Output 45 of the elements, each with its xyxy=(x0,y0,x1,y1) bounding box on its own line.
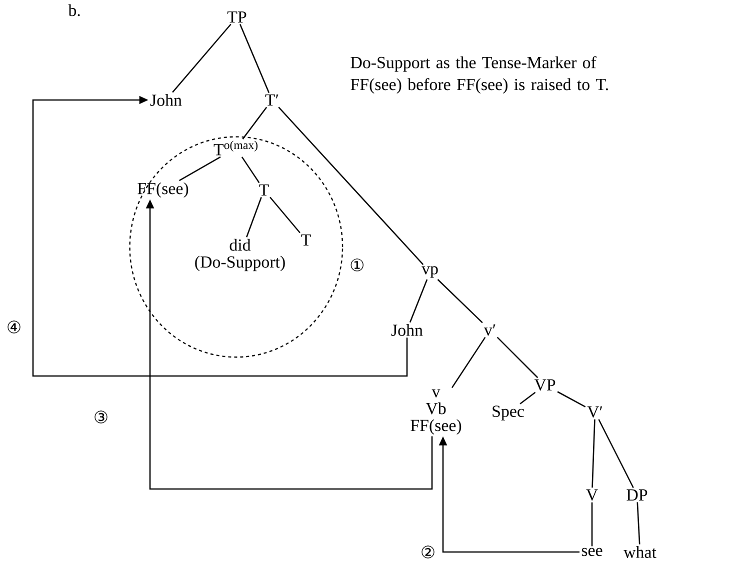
tree-label: did (Do-Support) xyxy=(195,238,285,272)
branch-line xyxy=(496,336,538,378)
branch-line xyxy=(241,156,260,184)
tree-label: v′ xyxy=(484,324,496,336)
tree-label: see xyxy=(582,548,602,556)
tree-label: Spec xyxy=(492,406,524,420)
panel-letter: b. xyxy=(68,4,80,16)
branch-line xyxy=(557,391,586,408)
edge-label: ③ xyxy=(94,410,108,424)
note-text: Do-Support as the Tense-Marker of FF(see) before FF(see) is raised to T. xyxy=(350,56,608,94)
branch-line xyxy=(242,106,268,140)
tree-label: what xyxy=(624,546,656,558)
tree-label: V xyxy=(586,489,598,501)
branch-line xyxy=(172,24,232,93)
branch-line xyxy=(520,392,536,404)
branch-line xyxy=(636,502,640,544)
branch-line xyxy=(239,24,270,93)
branch-line xyxy=(246,197,262,238)
branch-line xyxy=(437,279,483,324)
branch-line xyxy=(178,156,221,182)
movement-arrow xyxy=(32,96,408,377)
branch-line xyxy=(451,336,486,388)
tree-label: John xyxy=(391,324,423,336)
dashed-ellipse xyxy=(129,136,344,358)
circled-number: ① xyxy=(350,258,364,272)
branch-line xyxy=(598,419,634,488)
tree-label: FF(see) xyxy=(138,182,188,198)
tree-label: T′ xyxy=(265,94,278,106)
tree-label: John xyxy=(150,94,182,106)
branch-line xyxy=(591,502,593,546)
branch-line xyxy=(270,196,300,234)
tree-label: T xyxy=(259,184,269,196)
tree-label: TP xyxy=(227,11,246,23)
tree-label: T$^{o(max)}$ xyxy=(214,140,258,156)
tree-label: VP xyxy=(534,379,556,391)
branch-line xyxy=(592,419,596,488)
tree-label: vp xyxy=(422,266,438,278)
edge-label: ② xyxy=(422,546,434,558)
branch-line xyxy=(409,279,428,323)
tree-label: V′ xyxy=(587,406,602,418)
edge-label: ④ xyxy=(8,320,20,334)
tree-label: DP xyxy=(626,489,648,501)
branch-line xyxy=(278,106,424,265)
tree-label: v Vb FF(see) xyxy=(410,389,462,435)
tree-label: T xyxy=(301,234,311,246)
